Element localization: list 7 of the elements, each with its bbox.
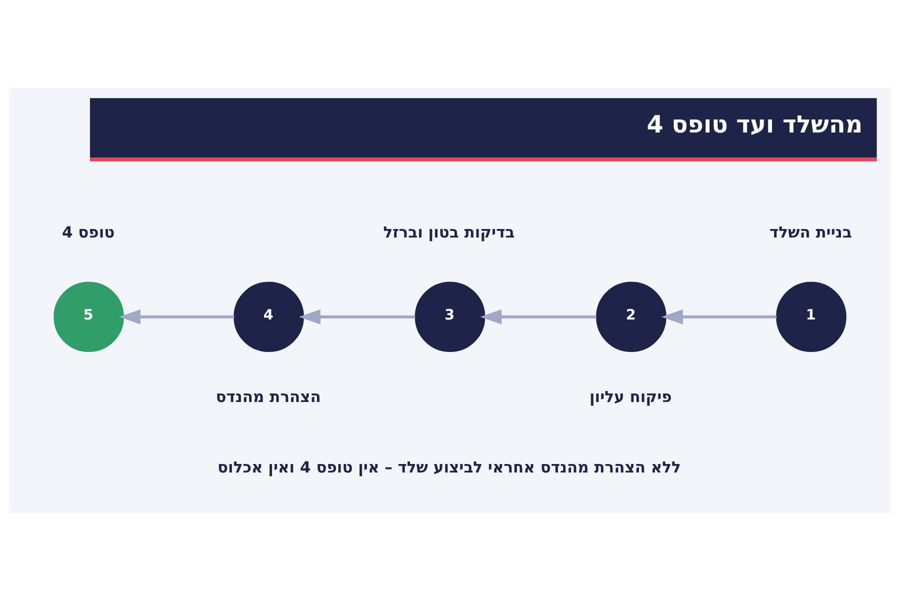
diagram-title: מהשלד ועד טופס 4 <box>646 110 863 138</box>
node-label: בניית השלד <box>769 222 852 241</box>
node-label: טופס 4 <box>62 222 115 241</box>
label: ללא הצהרת מהנדס אחראי לביצוע שלד – אין טופס 4 ואין אכלוס <box>218 458 681 476</box>
node-label: הצהרת מהנדס <box>216 388 321 406</box>
node-label: בדיקות בטון וברזל <box>383 222 515 241</box>
node-label: פיקוח עליון <box>589 388 672 406</box>
